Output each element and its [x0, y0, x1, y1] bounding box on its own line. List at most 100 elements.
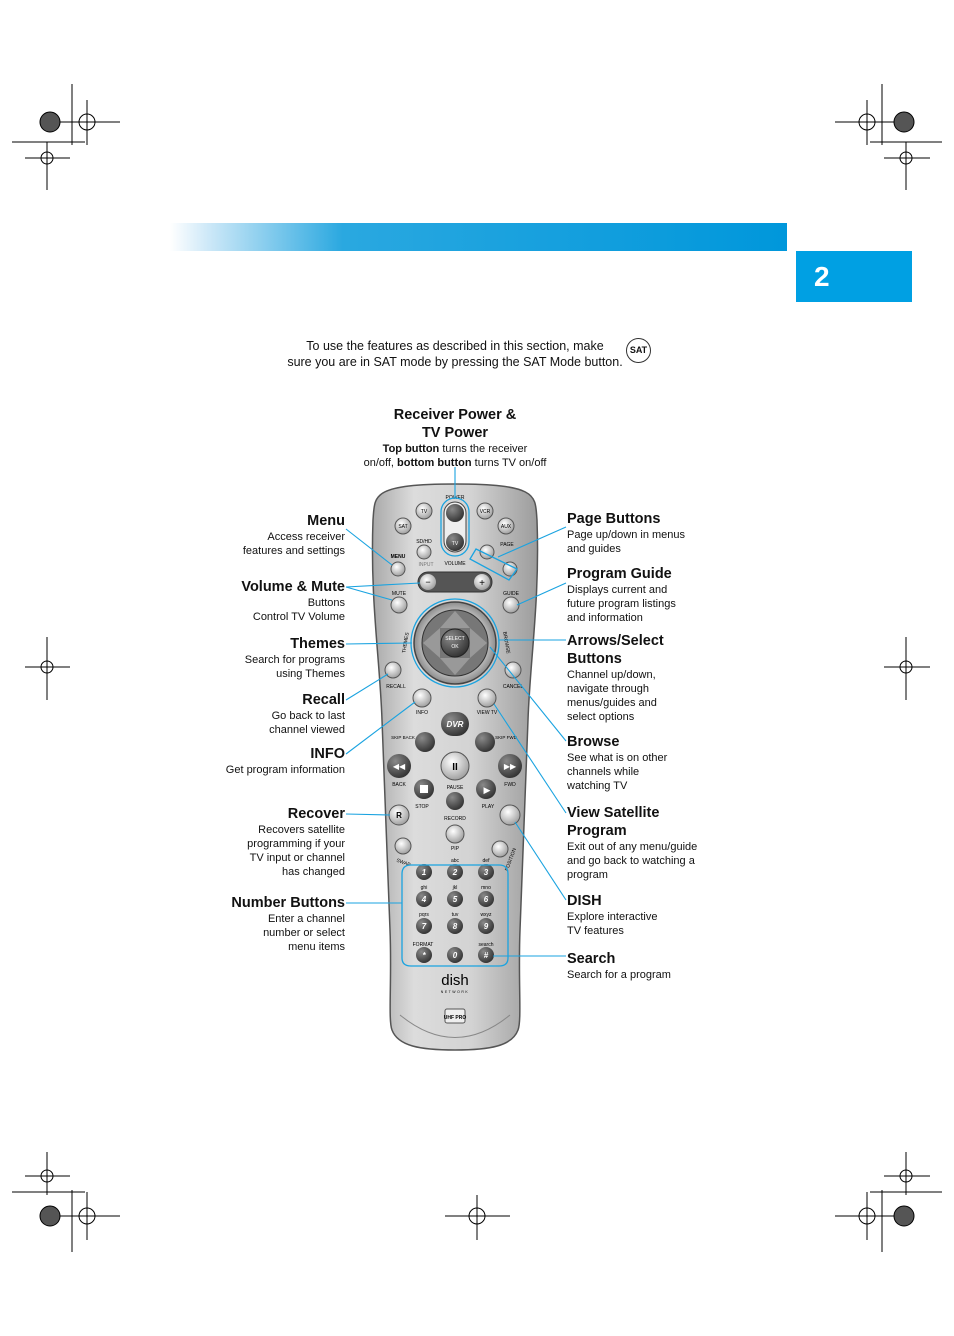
number-key-9[interactable]	[478, 918, 494, 934]
record-button[interactable]	[445, 824, 465, 844]
callout-volume-mute: Volume & Mute Buttons Control TV Volume	[241, 579, 345, 623]
menu-label: MENU	[391, 554, 406, 560]
number-key-letters: def	[483, 858, 491, 864]
mute-button[interactable]	[390, 596, 408, 614]
format-label: FORMAT	[413, 942, 434, 948]
menu-button[interactable]	[390, 561, 406, 577]
pause-button[interactable]	[446, 792, 464, 810]
dvr-button[interactable]	[441, 712, 469, 736]
number-key-label: 1	[422, 868, 427, 877]
number-key-letters: jkl	[452, 885, 458, 891]
recall-button[interactable]	[384, 661, 402, 679]
number-key-label: 9	[484, 922, 489, 931]
uhf-pro-logo: UHF PRO	[444, 1015, 467, 1021]
number-key-label: 3	[484, 868, 489, 877]
number-key-2[interactable]	[447, 864, 463, 880]
page-down-button[interactable]	[502, 561, 518, 577]
number-key-label: 8	[453, 922, 458, 931]
dish-button[interactable]	[499, 804, 521, 826]
play-button[interactable]	[476, 779, 496, 799]
info-label: INFO	[416, 710, 428, 716]
back-button[interactable]	[387, 754, 411, 778]
number-key-6[interactable]	[478, 891, 494, 907]
receiver-power-button[interactable]	[446, 504, 464, 522]
vcr-mode-button[interactable]	[476, 502, 494, 520]
arrow-up-button[interactable]	[440, 611, 470, 628]
number-key-label: 6	[484, 895, 489, 904]
skip-fwd-button[interactable]	[475, 732, 495, 752]
tv-mode-label: TV	[421, 509, 428, 515]
chapter-number: 2	[814, 261, 830, 292]
sat-mode-label: SAT	[398, 524, 407, 530]
svg-text:+: +	[479, 578, 485, 589]
select-ok-button[interactable]	[440, 628, 470, 658]
sdhd-label: SD/HD	[416, 539, 432, 545]
remote-top-buttons: POWER TV TV VCR SAT AUX SD/HD INPUT PAGE…	[390, 495, 520, 614]
view-tv-label: VIEW TV	[477, 710, 498, 716]
number-key-label: 7	[422, 922, 427, 931]
number-key-letters: pqrs	[419, 912, 429, 918]
stop-label: STOP	[415, 804, 429, 810]
number-key-1[interactable]	[416, 864, 432, 880]
number-key-0[interactable]	[447, 947, 463, 963]
dish-logo: dish	[441, 972, 469, 989]
number-key-label: 2	[452, 868, 458, 877]
skip-back-button[interactable]	[415, 732, 435, 752]
number-key-#[interactable]	[478, 947, 494, 963]
intro-text: To use the features as described in this…	[280, 338, 630, 370]
arrow-down-button[interactable]	[440, 658, 470, 675]
number-key-7[interactable]	[416, 918, 432, 934]
number-key-letters: tuv	[452, 912, 459, 918]
sdhd-button[interactable]	[416, 544, 432, 560]
fwd-button[interactable]	[498, 754, 522, 778]
pause-label: PAUSE	[447, 785, 464, 791]
arrow-right-button[interactable]	[470, 628, 487, 658]
volume-down-button[interactable]	[420, 574, 436, 590]
remote-middle-buttons: RECALL CANCEL INFO VIEW TV DVR SKIP BACK…	[384, 661, 524, 872]
number-key-*[interactable]	[416, 947, 432, 963]
callout-themes: Themes Search for programs using Themes	[244, 636, 345, 680]
intro-line-2: sure you are in SAT mode by pressing the…	[287, 355, 623, 369]
number-key-letters: wxyz	[480, 912, 492, 918]
ok-label: OK	[451, 644, 459, 650]
position-button[interactable]	[491, 840, 509, 858]
callout-menu: Menu Access receiver features and settin…	[150, 512, 345, 558]
sat-mode-button-icon: SAT	[626, 338, 651, 363]
callout-view-satellite: View Satellite Program Exit out of any m…	[567, 805, 698, 881]
aux-mode-button[interactable]	[497, 517, 515, 535]
pause-ring	[440, 751, 470, 781]
number-key-letters: abc	[451, 858, 460, 864]
number-key-label: 4	[421, 895, 427, 904]
number-key-8[interactable]	[447, 918, 463, 934]
callout-number-buttons: Number Buttons Enter a channel number or…	[231, 895, 345, 953]
callout-arrows-select: Arrows/Select Buttons Channel up/down, n…	[567, 633, 664, 723]
svg-text:▶: ▶	[484, 785, 491, 795]
search-key-label: search	[478, 942, 493, 948]
volume-up-button[interactable]	[474, 574, 490, 590]
svg-text:−: −	[425, 577, 430, 587]
callout-info: INFO Get program information	[225, 746, 345, 776]
tv-power-button[interactable]	[446, 533, 464, 551]
callout-search: Search Search for a program	[567, 951, 671, 981]
info-button[interactable]	[412, 688, 432, 708]
callout-power-desc-1: Top button turns the receiver	[382, 443, 528, 455]
number-key-5[interactable]	[447, 891, 463, 907]
number-key-3[interactable]	[478, 864, 494, 880]
callout-recall: Recall Go back to last channel viewed	[269, 692, 345, 736]
number-key-label: 5	[453, 895, 458, 904]
number-key-letters: mno	[481, 885, 491, 891]
guide-button[interactable]	[502, 596, 520, 614]
callout-program-guide: Program Guide Displays current and futur…	[567, 566, 676, 624]
swap-button[interactable]	[394, 837, 412, 855]
view-tv-button[interactable]	[477, 688, 497, 708]
number-key-4[interactable]	[416, 891, 432, 907]
pip-label: PIP	[451, 846, 460, 852]
sat-mode-button[interactable]	[394, 517, 412, 535]
chapter-tab: 2	[796, 251, 912, 302]
arrow-left-button[interactable]	[423, 628, 440, 658]
cancel-label: CANCEL	[503, 684, 524, 690]
tv-mode-button[interactable]	[415, 502, 433, 520]
cancel-button[interactable]	[504, 661, 522, 679]
callout-browse: Browse See what is on other channels whi…	[567, 734, 668, 792]
svg-text:▶▶: ▶▶	[504, 762, 517, 771]
